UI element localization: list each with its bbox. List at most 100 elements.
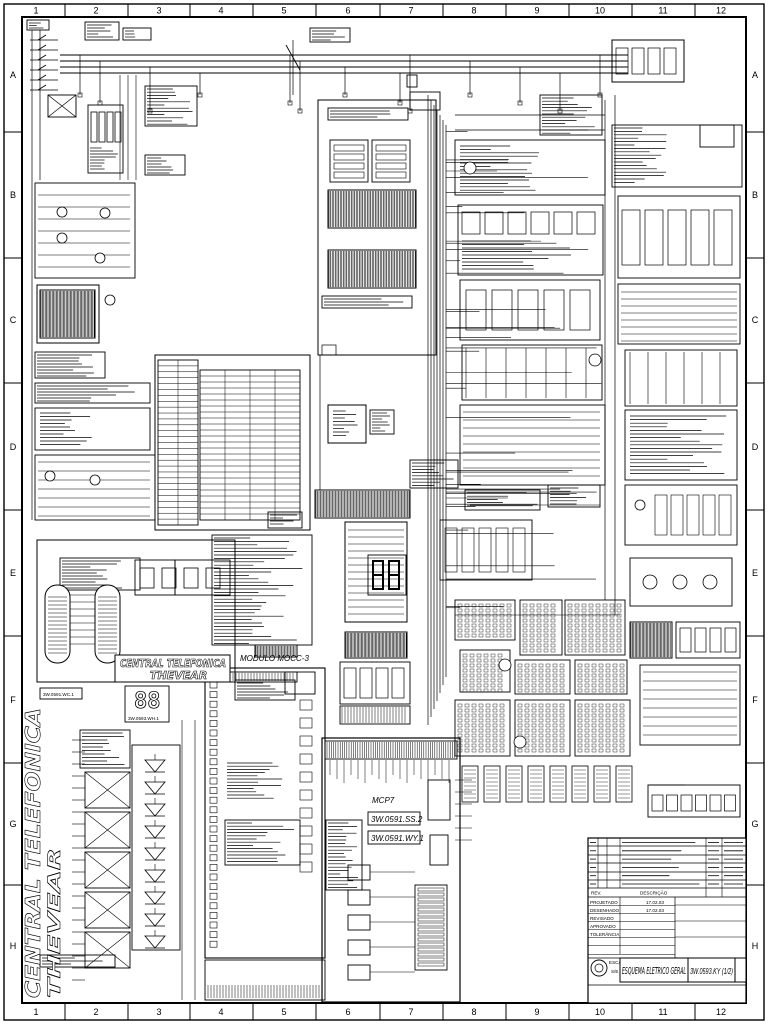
- connector-pin: [536, 618, 542, 623]
- connector-pin: [490, 673, 496, 678]
- connector-pin: [598, 723, 604, 728]
- connector-pin: [538, 748, 544, 753]
- row-label: H: [10, 941, 17, 951]
- connector-pin: [492, 618, 498, 623]
- column-label: 11: [658, 6, 667, 16]
- connector-pin: [574, 628, 580, 633]
- relay-icon: [347, 939, 371, 956]
- rectifier-box: [84, 811, 131, 849]
- connector-pin: [552, 683, 558, 688]
- module-pin: [209, 864, 218, 871]
- module-pin: [209, 835, 218, 842]
- module-pin: [209, 729, 218, 737]
- connector-pin: [619, 673, 625, 678]
- connector-pin: [612, 743, 618, 748]
- plug-connector: [527, 765, 545, 803]
- lamp-icon: [634, 499, 646, 511]
- connector-pin: [595, 618, 601, 623]
- connector-pin: [457, 703, 463, 708]
- column-label: 1: [33, 6, 38, 16]
- connector-pin: [552, 688, 558, 693]
- connector-pin: [598, 718, 604, 723]
- connector-pin: [612, 673, 618, 678]
- connector-pin: [490, 653, 496, 658]
- display-digits: 88: [134, 689, 161, 714]
- connector-pin: [517, 708, 523, 713]
- connector-pin: [559, 683, 565, 688]
- lamp-icon: [94, 252, 106, 264]
- row-label: G: [9, 819, 16, 829]
- terminal-strip: [39, 289, 96, 339]
- connector-pin: [591, 708, 597, 713]
- connector-pin: [550, 633, 556, 638]
- contactor-cross: [47, 94, 77, 118]
- connector-pin: [550, 648, 556, 653]
- connector-pin: [497, 653, 503, 658]
- connector-pin: [605, 673, 611, 678]
- connector-pin: [522, 608, 528, 613]
- breaker-symbol: [285, 44, 301, 71]
- terminal-point: [197, 92, 203, 98]
- connector-pin: [550, 613, 556, 618]
- diagnostic-led-box: [651, 794, 664, 812]
- connector-pin: [598, 663, 604, 668]
- plug-connector: [571, 765, 589, 803]
- rectifier-box: [84, 931, 131, 969]
- terminal-block: [647, 47, 661, 75]
- module-terminal: [299, 807, 313, 819]
- terminal-block: [631, 47, 645, 75]
- relay-contact: [718, 494, 732, 536]
- connector-pin: [584, 713, 590, 718]
- control-panel-box: [617, 195, 741, 279]
- power-supply-box: [611, 39, 685, 83]
- connector-pin: [417, 947, 445, 952]
- connector-pin: [499, 633, 505, 638]
- module-pin: [209, 758, 218, 766]
- connector-pin: [552, 678, 558, 683]
- connector-pin: [602, 613, 608, 618]
- connector-pin: [417, 922, 445, 927]
- connector-pin: [612, 728, 618, 733]
- connector-pin: [524, 678, 530, 683]
- module-pin: [209, 806, 218, 814]
- module-pin: [209, 940, 218, 948]
- connector-block: [454, 699, 511, 757]
- connector-pin: [584, 718, 590, 723]
- connector-pin: [531, 728, 537, 733]
- connector-pin: [612, 708, 618, 713]
- connector-pin: [517, 688, 523, 693]
- connector-pin: [476, 658, 482, 663]
- connector-pin: [457, 608, 463, 613]
- connector-pin: [543, 648, 549, 653]
- connector-pin: [476, 673, 482, 678]
- connector-pin: [464, 623, 470, 628]
- connector-pin: [605, 728, 611, 733]
- switch-contact: [37, 54, 47, 61]
- terminal-point: [287, 100, 293, 106]
- connector-pin: [531, 668, 537, 673]
- connector-pin: [485, 718, 491, 723]
- connector-pin: [552, 673, 558, 678]
- relay-contact: [333, 144, 365, 152]
- connector-pin: [588, 613, 594, 618]
- connector-pin: [536, 648, 542, 653]
- connector-pin: [524, 723, 530, 728]
- module-terminal: [299, 843, 313, 855]
- connector-pin: [588, 623, 594, 628]
- connector-pin: [524, 708, 530, 713]
- lamp-icon: [56, 206, 68, 218]
- connector-pin: [417, 957, 445, 962]
- connector-pin: [605, 663, 611, 668]
- connector-pin: [471, 628, 477, 633]
- connector-block: [574, 659, 628, 695]
- plug-connector: [615, 765, 633, 803]
- connector-pin: [492, 608, 498, 613]
- connector-pin: [529, 603, 535, 608]
- switch-contact: [37, 34, 47, 41]
- column-label: 12: [716, 6, 726, 16]
- connector-pin: [478, 713, 484, 718]
- switch-contact: [37, 74, 47, 81]
- connector-pin: [598, 728, 604, 733]
- connector-pin: [559, 708, 565, 713]
